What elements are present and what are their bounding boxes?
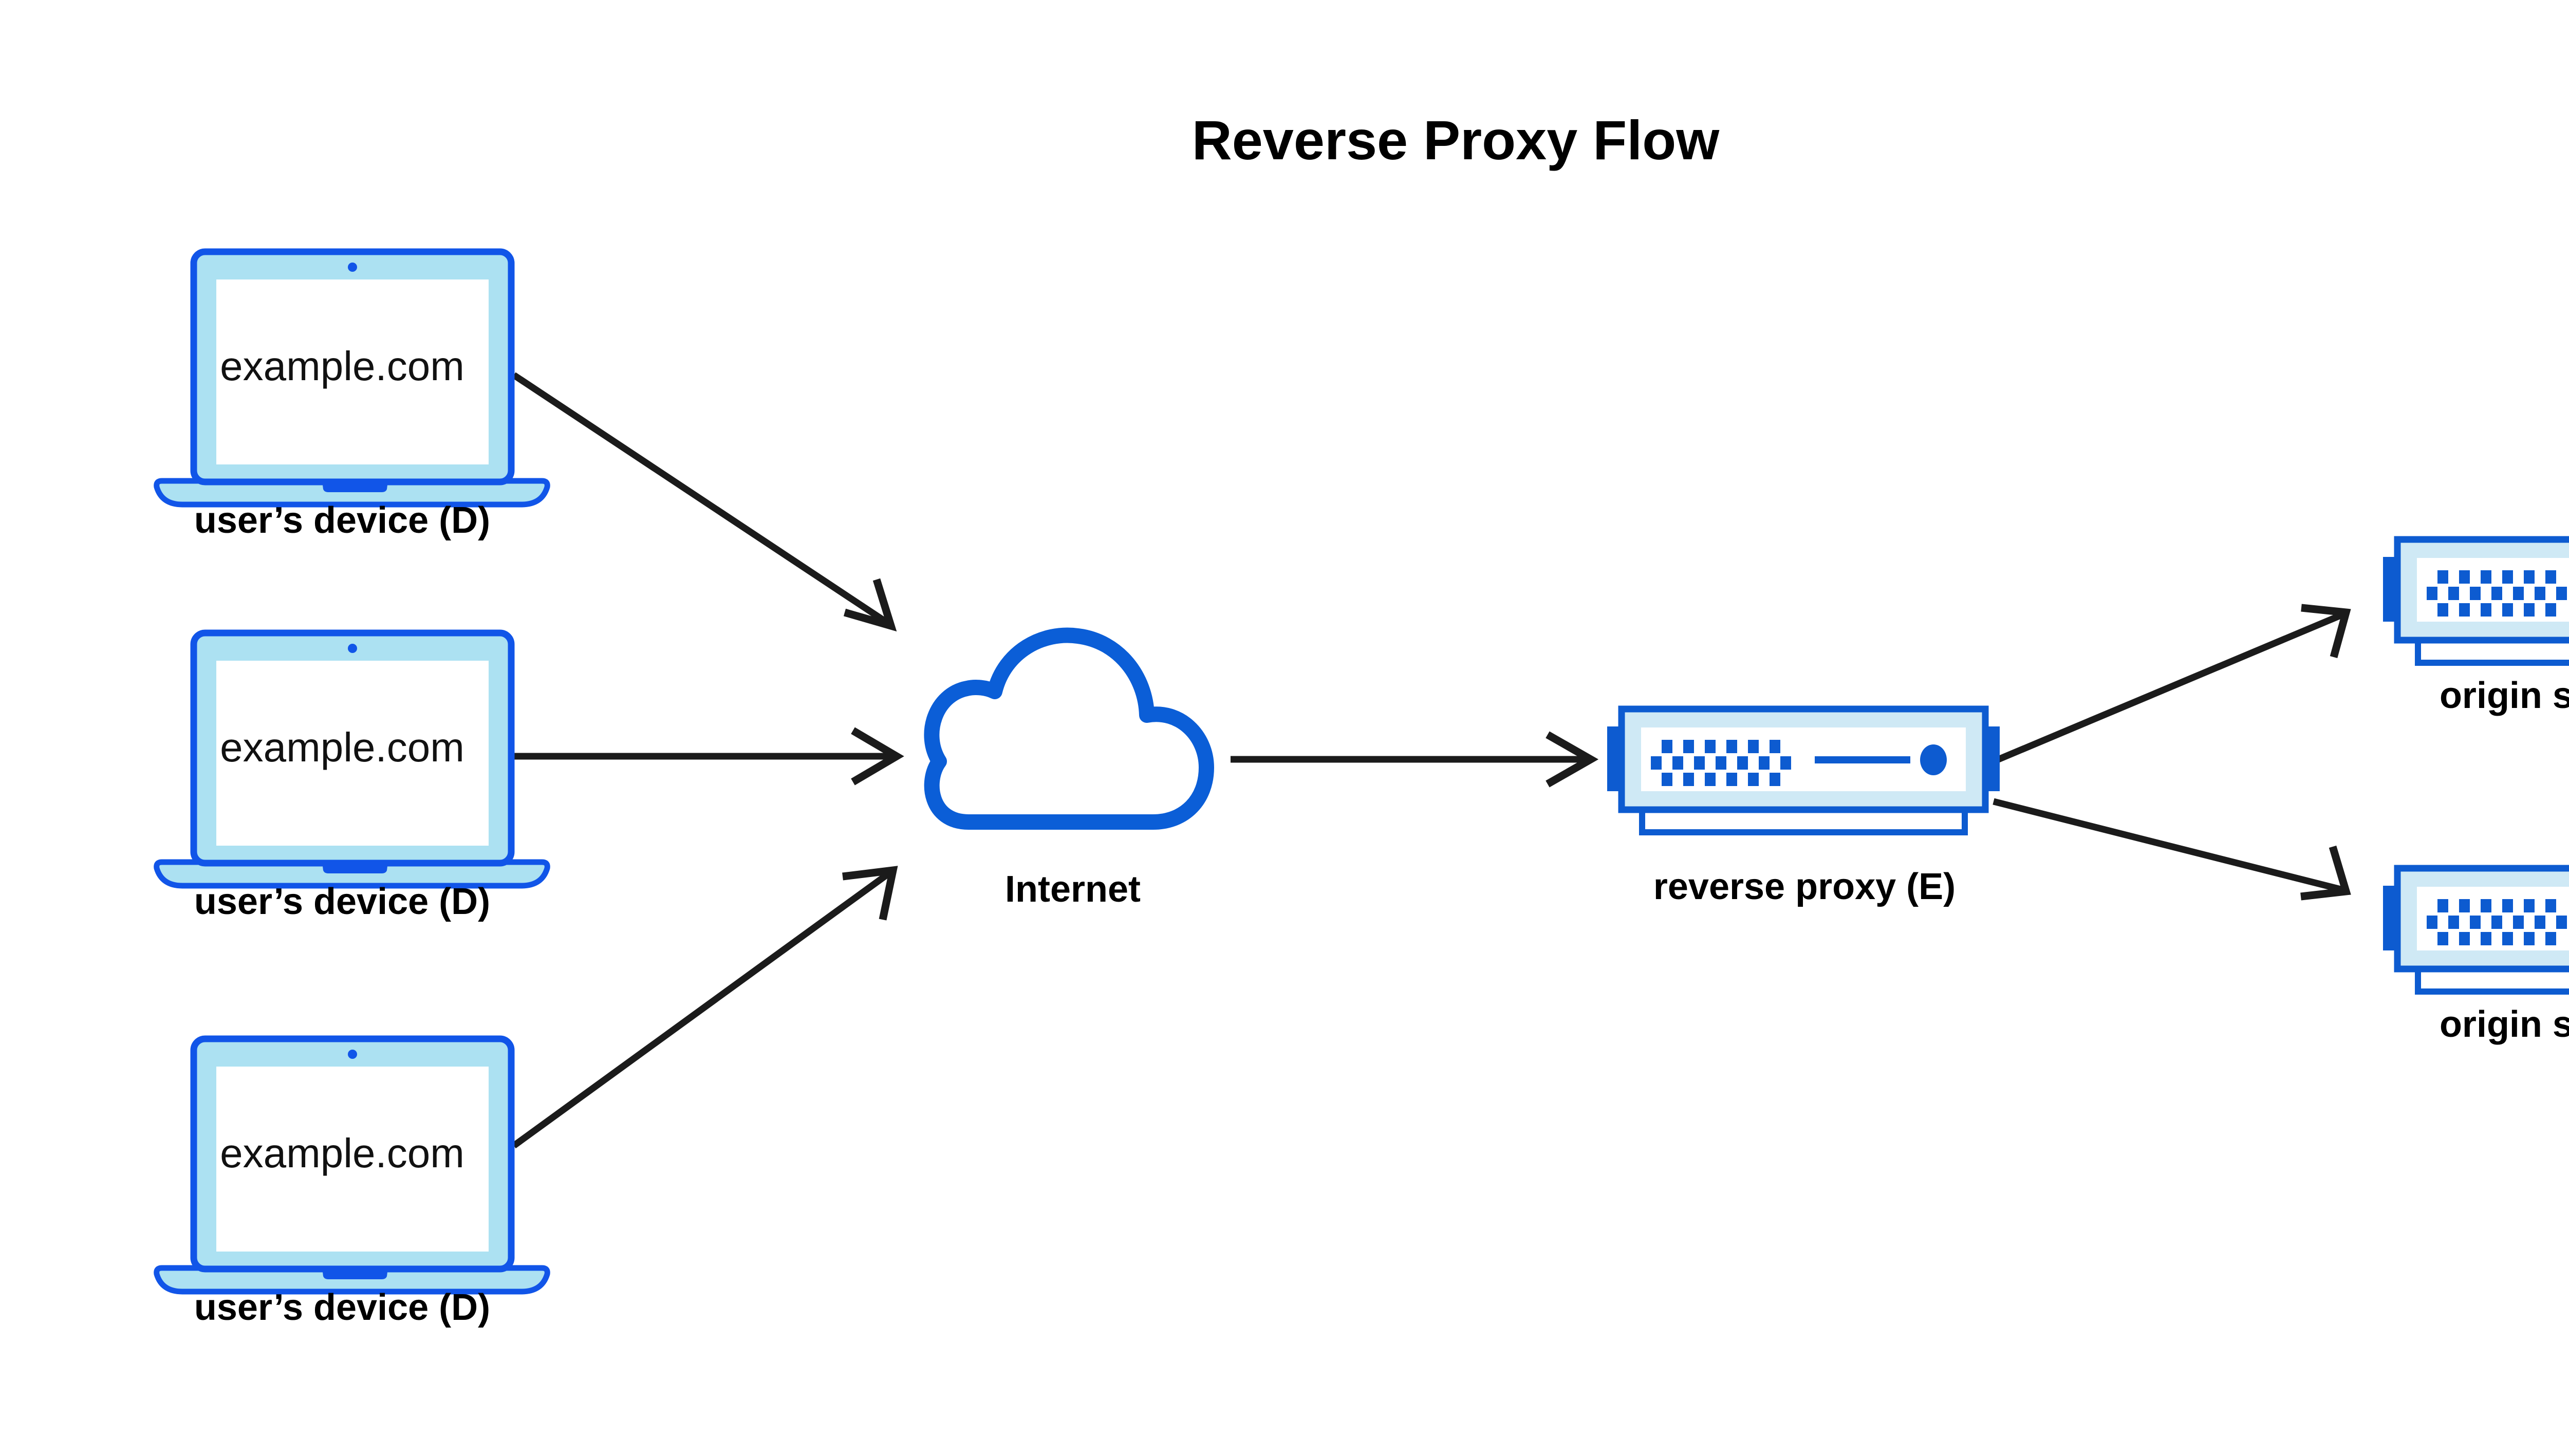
device-top-label: user’s device (D) xyxy=(194,500,490,541)
origin-top-label: origin server (F) xyxy=(2440,675,2569,716)
device-screen-text: example.com xyxy=(220,724,464,770)
arrow-reverse-proxy-to-origin-top xyxy=(1992,604,2351,764)
arrow-device-top-to-internet xyxy=(512,372,897,632)
reverse-proxy-label: reverse proxy (E) xyxy=(1653,866,1956,907)
node-device-top[interactable]: example.com user’s device (D) xyxy=(157,252,548,541)
node-device-middle[interactable]: example.com user’s device (D) xyxy=(157,633,548,922)
node-device-bottom[interactable]: example.com user’s device (D) xyxy=(157,1039,548,1328)
arrow-reverse-proxy-to-origin-bottom xyxy=(1993,798,2351,901)
arrow-device-middle-to-internet xyxy=(506,727,904,786)
origin-bottom-label: origin server (F) xyxy=(2440,1004,2569,1045)
flow-arrows xyxy=(506,372,2351,1149)
node-reverse-proxy[interactable]: reverse proxy (E) xyxy=(1607,709,2000,907)
server-icon xyxy=(1607,709,2000,832)
arrow-internet-to-reverse-proxy xyxy=(1231,731,1599,788)
arrow-device-bottom-to-internet xyxy=(512,866,898,1149)
internet-label: Internet xyxy=(1005,869,1141,910)
node-internet[interactable]: Internet xyxy=(924,627,1214,910)
cloud-icon xyxy=(924,627,1214,830)
node-origin-top[interactable]: origin server (F) xyxy=(2383,539,2569,716)
device-bottom-label: user’s device (D) xyxy=(194,1287,490,1328)
device-screen-text: example.com xyxy=(220,343,464,389)
page-title: Reverse Proxy Flow xyxy=(1192,109,1720,171)
node-origin-bottom[interactable]: origin server (F) xyxy=(2383,868,2569,1045)
device-middle-label: user’s device (D) xyxy=(194,881,490,922)
device-screen-text: example.com xyxy=(220,1130,464,1176)
